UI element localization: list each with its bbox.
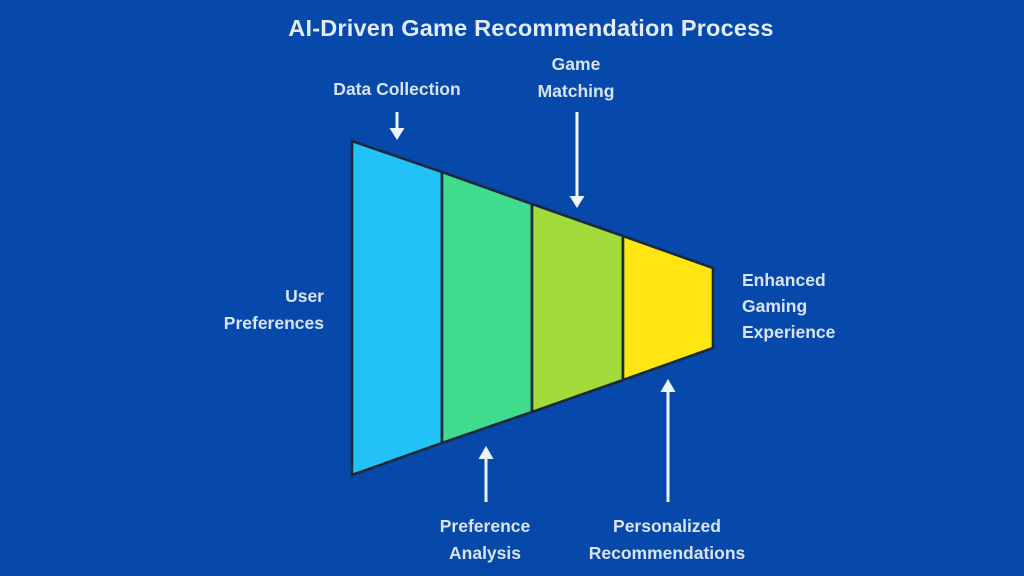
arrow-head-down-icon <box>389 128 405 140</box>
label-line: Matching <box>537 81 615 101</box>
label-user-preferences: User Preferences <box>224 283 324 337</box>
label-line: Personalized <box>613 516 721 536</box>
label-line: Analysis <box>449 543 521 563</box>
funnel-stage-data-collection <box>350 139 444 477</box>
label-line: Game <box>551 54 601 74</box>
label-line: Experience <box>742 322 836 342</box>
arrow-data-collection-icon <box>389 112 405 140</box>
arrow-game-matching-icon <box>569 112 585 208</box>
label-line: Recommendations <box>588 543 746 563</box>
funnel-stage-preference-analysis <box>440 170 534 445</box>
label-line: Preference <box>439 516 531 536</box>
label-personalized-recommendations: Personalized Recommendations <box>589 513 746 567</box>
arrow-head-up-icon <box>478 446 494 459</box>
page-title: AI-Driven Game Recommendation Process <box>288 15 774 41</box>
label-line: User <box>285 286 324 306</box>
arrow-personalized-recommendations-icon <box>660 379 676 502</box>
funnel-stages <box>350 139 715 477</box>
label-line: Preferences <box>223 313 324 333</box>
label-line: Gaming <box>742 296 808 316</box>
arrow-head-down-icon <box>569 196 585 208</box>
label-line: Enhanced <box>742 270 826 290</box>
label-enhanced-gaming-experience: Enhanced Gaming Experience <box>742 267 835 345</box>
label-preference-analysis: Preference Analysis <box>440 513 530 567</box>
label-game-matching: Game Matching <box>538 51 615 105</box>
funnel-stage-game-matching <box>530 202 625 414</box>
funnel-stage-personalized-recommendations <box>621 234 715 382</box>
arrow-head-up-icon <box>660 379 676 392</box>
label-line: Data Collection <box>333 79 461 99</box>
label-data-collection: Data Collection <box>333 77 460 102</box>
arrow-preference-analysis-icon <box>478 446 494 502</box>
